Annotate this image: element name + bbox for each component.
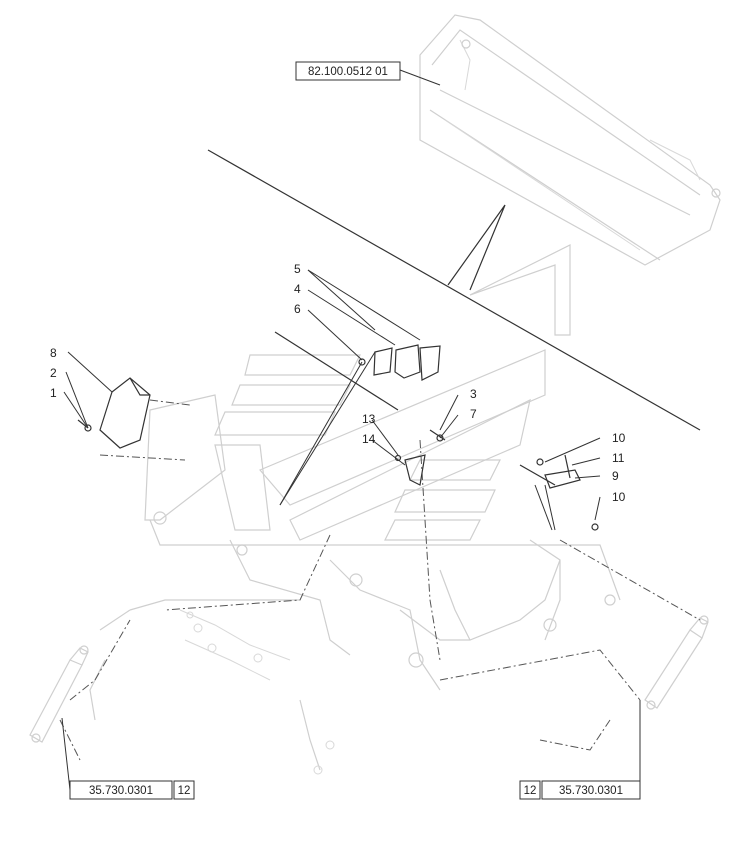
callout-6: 6 — [294, 302, 301, 316]
ref-top[interactable]: 82.100.0512 01 — [295, 61, 401, 81]
section-lines — [207, 149, 701, 486]
ghost-bucket — [419, 14, 721, 266]
ref-bottom-left-qty: 12 — [178, 785, 191, 797]
part-8-shield — [77, 377, 151, 449]
parts-4-5-6-blocks — [358, 344, 441, 381]
callout-7: 7 — [470, 407, 477, 421]
callout-2: 2 — [50, 366, 57, 380]
callout-5: 5 — [294, 262, 301, 276]
ghost-logo-panels — [214, 244, 571, 541]
ref-bottom-right-qty: 12 — [524, 785, 537, 797]
ref-bottom-left[interactable]: 35.730.0301 12 — [69, 780, 195, 800]
callout-14: 14 — [362, 432, 376, 446]
callout-1: 1 — [50, 386, 57, 400]
callout-3: 3 — [470, 387, 477, 401]
callout-4: 4 — [294, 282, 301, 296]
ref-bottom-right[interactable]: 12 35.730.0301 — [519, 780, 641, 800]
leader-lines — [61, 69, 641, 791]
callout-10-a: 10 — [612, 431, 626, 445]
dash-dot-lines — [59, 399, 701, 761]
callout-10-b: 10 — [612, 490, 626, 504]
callout-numbers: 8 2 1 5 4 6 3 7 13 14 10 11 9 10 — [50, 262, 626, 504]
callout-9: 9 — [612, 469, 619, 483]
ref-bottom-right-code: 35.730.0301 — [559, 785, 623, 797]
ref-bottom-left-code: 35.730.0301 — [89, 785, 153, 797]
right-cylinder — [644, 615, 709, 710]
parts-3-7-13-14 — [394, 429, 446, 486]
ref-top-text: 82.100.0512 01 — [308, 66, 388, 78]
callout-11: 11 — [612, 451, 625, 465]
parts-9-10-11-pin — [536, 454, 599, 531]
callout-13: 13 — [362, 412, 376, 426]
callout-8: 8 — [50, 346, 57, 360]
ghost-arm-frame — [89, 394, 621, 775]
left-cylinder — [29, 645, 89, 743]
